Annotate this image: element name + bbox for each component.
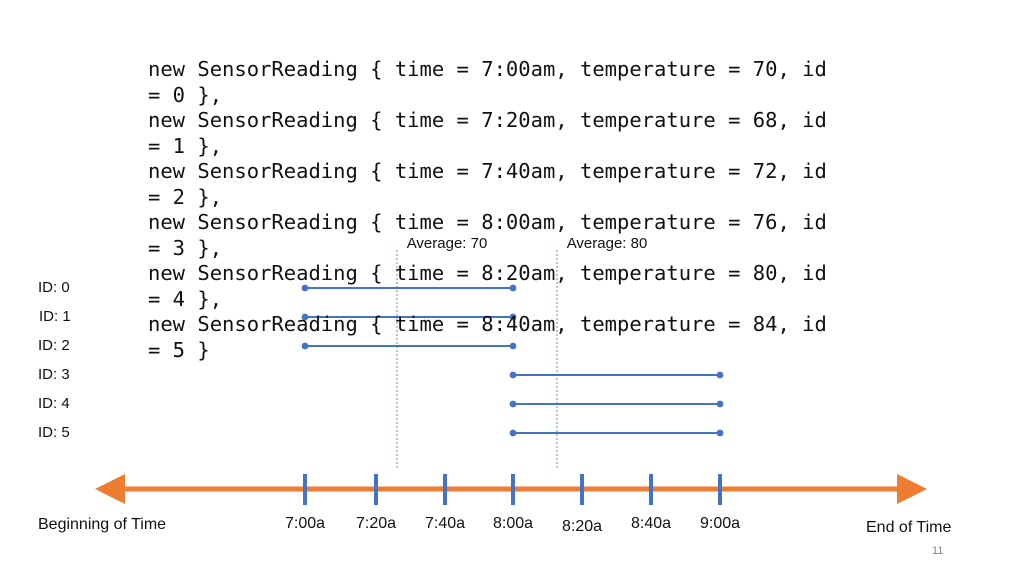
code-line: = 5 } <box>148 337 210 362</box>
id-label: ID: 2 <box>38 337 70 354</box>
code-line: = 2 }, <box>148 184 223 209</box>
code-block: new SensorReading { time = 7:00am, tempe… <box>148 57 827 363</box>
code-line: new SensorReading { time = 8:20am, tempe… <box>148 261 827 285</box>
interval-start-point <box>509 429 517 437</box>
tick-label: 7:00a <box>284 515 326 532</box>
tick-label: 8:20a <box>561 518 603 535</box>
tick-label: 7:40a <box>424 515 466 532</box>
id-label: ID: 4 <box>38 395 70 412</box>
interval-end-point <box>716 429 724 437</box>
interval-start-point <box>301 313 309 321</box>
tick-label: 8:00a <box>492 515 534 532</box>
code-line: = 3 }, <box>148 235 223 260</box>
tick-label: 7:20a <box>355 515 397 532</box>
interval-end-point <box>509 342 517 350</box>
interval-end-point <box>509 284 517 292</box>
interval-end-point <box>509 313 517 321</box>
code-line: new SensorReading { time = 8:40am, tempe… <box>148 312 827 336</box>
code-line: new SensorReading { time = 7:40am, tempe… <box>148 159 827 183</box>
interval-start-point <box>301 284 309 292</box>
interval-end-point <box>716 371 724 379</box>
average-label: Average: 80 <box>566 235 648 252</box>
end-of-time-label: End of Time <box>866 519 952 536</box>
page-number: 11 <box>932 545 944 557</box>
tick-label: 8:40a <box>630 515 672 532</box>
interval-start-point <box>509 400 517 408</box>
code-line: new SensorReading { time = 8:00am, tempe… <box>148 210 827 234</box>
id-label: ID: 1 <box>39 308 71 325</box>
id-label: ID: 5 <box>38 424 70 441</box>
interval-start-point <box>509 371 517 379</box>
beginning-of-time-label: Beginning of Time <box>38 516 167 533</box>
code-line: new SensorReading { time = 7:00am, tempe… <box>148 57 827 81</box>
code-line: new SensorReading { time = 7:20am, tempe… <box>148 108 827 132</box>
code-line: = 0 }, <box>148 82 223 107</box>
interval-end-point <box>716 400 724 408</box>
code-line: = 1 }, <box>148 133 223 158</box>
average-label: Average: 70 <box>406 235 488 252</box>
interval-start-point <box>301 342 309 350</box>
tick-label: 9:00a <box>699 515 741 532</box>
id-label: ID: 0 <box>38 279 70 296</box>
code-line: = 4 }, <box>148 286 223 311</box>
id-label: ID: 3 <box>38 366 70 383</box>
